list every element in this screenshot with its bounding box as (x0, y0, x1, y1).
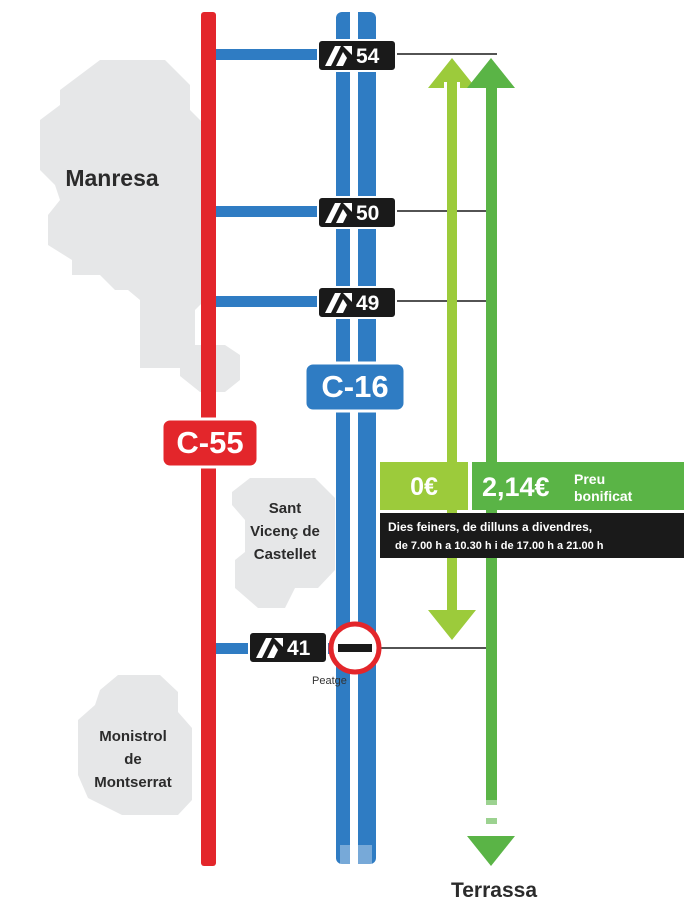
svg-text:54: 54 (356, 45, 380, 68)
toll-label: Peatge (312, 675, 347, 687)
c16-road (336, 12, 376, 865)
free-section-arrow (428, 58, 476, 640)
exit-reference-lines (380, 53, 497, 649)
exit-41-badge: 41 (248, 631, 328, 664)
discount-label-line2: bonificat (574, 488, 633, 504)
sant-vicenc-label-line2: Vicenç de (250, 523, 320, 540)
svg-text:41: 41 (287, 637, 311, 660)
exit-49-badge: 49 (317, 286, 397, 319)
connector-road-50 (208, 206, 342, 217)
free-price-text: 0€ (410, 473, 438, 501)
svg-text:C-55: C-55 (176, 425, 243, 460)
exit-icon (325, 203, 352, 223)
exit-54-badge: 54 (317, 39, 397, 72)
exit-icon (325, 46, 352, 66)
monistrol-label-line3: Montserrat (94, 774, 172, 791)
c16-shield: C-16 (303, 361, 407, 413)
svg-text:C-16: C-16 (321, 369, 388, 404)
sant-vicenc-label-line3: Castellet (254, 546, 317, 563)
svg-text:49: 49 (356, 292, 379, 315)
monistrol-area (78, 675, 192, 815)
exit-50-badge: 50 (317, 196, 397, 229)
toll-no-entry-icon (328, 621, 382, 675)
schedule-line2: de 7.00 h a 10.30 h i de 17.00 h a 21.00… (395, 540, 604, 552)
monistrol-label-line1: Monistrol (99, 728, 167, 745)
connector-road-54 (208, 49, 342, 60)
sant-vicenc-area (232, 478, 335, 608)
exit-icon (325, 293, 352, 313)
exit-icon (256, 638, 283, 658)
discounted-price-text: 2,14€ (482, 472, 550, 502)
c55-shield: C-55 (160, 417, 260, 469)
connector-road-49 (208, 296, 342, 307)
sant-vicenc-label-line1: Sant (269, 500, 302, 517)
price-panel: 0€ 2,14€ Preu bonificat Dies feiners, de… (380, 462, 684, 558)
discount-label-line1: Preu (574, 471, 605, 487)
free-price-box (380, 462, 468, 510)
terrassa-label: Terrassa (451, 879, 537, 902)
svg-text:50: 50 (356, 202, 379, 225)
schedule-box (380, 513, 684, 558)
discount-section-arrow (467, 58, 515, 866)
discounted-price-box (472, 462, 684, 510)
manresa-label: Manresa (65, 165, 159, 191)
manresa-area (40, 60, 240, 392)
schedule-line1: Dies feiners, de dilluns a divendres, (388, 520, 592, 534)
monistrol-label-line2: de (124, 751, 142, 768)
